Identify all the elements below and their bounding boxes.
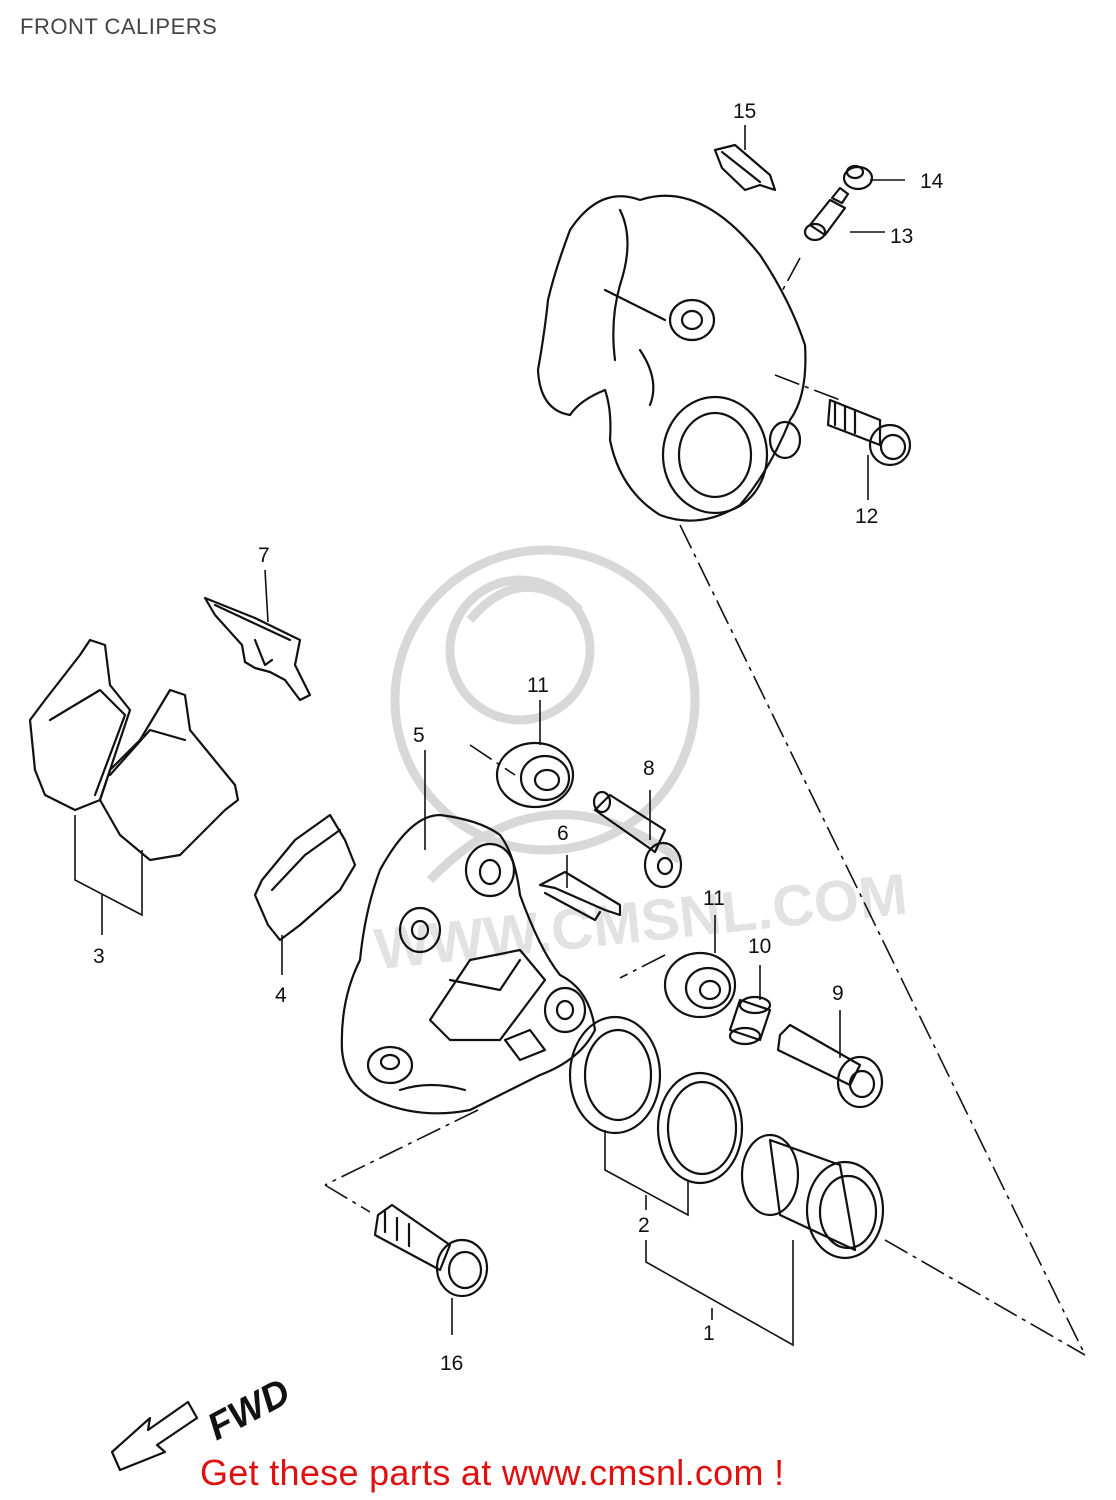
sleeve-8 xyxy=(592,790,683,889)
bleeder-screw-13 xyxy=(803,186,850,242)
bolt-16 xyxy=(373,1203,489,1298)
callout-4: 4 xyxy=(275,984,287,1007)
boot-11-lower xyxy=(663,951,737,1019)
callout-9: 9 xyxy=(832,982,844,1005)
callout-labels: 1 2 3 4 5 6 7 8 9 10 11 11 12 13 14 15 1… xyxy=(93,100,944,1375)
watermark-logo: WWW.CMSNL.COM xyxy=(372,545,911,983)
bolt-9 xyxy=(776,1023,884,1109)
callout-16: 16 xyxy=(440,1352,463,1375)
callout-7: 7 xyxy=(258,544,270,567)
boot-11-upper xyxy=(495,741,575,809)
callout-11-lower: 11 xyxy=(703,887,725,910)
page-title: FRONT CALIPERS xyxy=(20,14,218,39)
callout-15: 15 xyxy=(733,100,756,123)
callout-5: 5 xyxy=(413,724,425,747)
callout-11-upper: 11 xyxy=(527,674,549,697)
callout-8: 8 xyxy=(643,757,655,780)
pin-6 xyxy=(538,870,622,922)
caliper-body-5 xyxy=(340,813,597,1115)
callout-1: 1 xyxy=(703,1322,715,1345)
spring-4 xyxy=(253,813,357,942)
promo-link[interactable]: Get these parts at www.cmsnl.com ! xyxy=(200,1452,785,1493)
callout-13: 13 xyxy=(890,225,913,248)
piston-1 xyxy=(740,1133,885,1260)
callout-10: 10 xyxy=(748,935,771,958)
leader-lines xyxy=(74,125,905,1347)
callout-12: 12 xyxy=(855,505,878,528)
upper-caliper-housing xyxy=(536,194,807,522)
fwd-label: FWD xyxy=(201,1371,297,1449)
cap-14 xyxy=(842,164,874,191)
callout-6: 6 xyxy=(557,822,569,845)
spring-clip-15 xyxy=(713,143,777,192)
callout-3: 3 xyxy=(93,945,105,968)
callout-2: 2 xyxy=(638,1214,650,1237)
pad-retainer-7 xyxy=(203,596,312,702)
callout-14: 14 xyxy=(920,170,944,193)
fwd-arrow-icon xyxy=(110,1400,199,1472)
assembly-guide-lines xyxy=(324,257,1086,1356)
piston-seal-kit-2 xyxy=(568,1015,744,1185)
bushing-10 xyxy=(728,995,772,1046)
brake-pads-3 xyxy=(28,638,240,862)
watermark-text: WWW.CMSNL.COM xyxy=(372,862,911,983)
bolt-12 xyxy=(826,398,912,467)
